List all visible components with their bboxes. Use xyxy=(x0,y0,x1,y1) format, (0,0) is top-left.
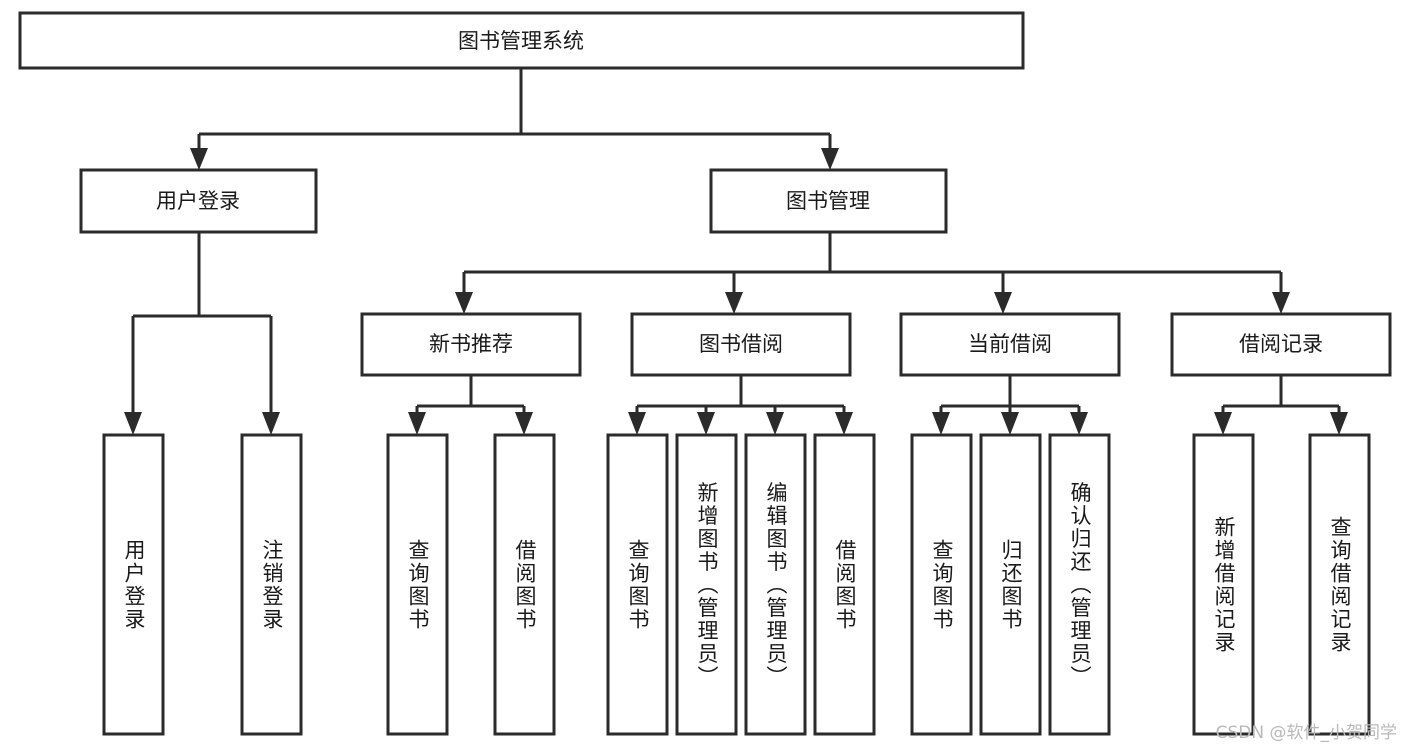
node-leaf-query-record[interactable]: 查询借阅记录 xyxy=(1308,433,1371,736)
node-leaf-borrow-book-1-label: 借阅图书 xyxy=(513,539,537,631)
arrow-to-leaf-query-book-1-icon xyxy=(408,412,426,435)
node-user-login-label: 用户登录 xyxy=(156,189,240,213)
node-leaf-borrow-book-1[interactable]: 借阅图书 xyxy=(493,433,556,736)
node-leaf-add-record-label: 新增借阅记录 xyxy=(1212,516,1236,654)
node-leaf-query-book-3-box[interactable] xyxy=(910,433,973,736)
node-leaf-query-book-1-box[interactable] xyxy=(386,433,449,736)
arrow-to-leaf-query-book-3-icon xyxy=(932,412,950,435)
connector-group-book-management xyxy=(455,232,1290,314)
node-leaf-confirm-return-label: 确认归还（管理员） xyxy=(1068,482,1092,689)
arrow-to-leaf-add-record-icon xyxy=(1214,412,1232,435)
node-leaf-add-book[interactable]: 新增图书（管理员） xyxy=(675,433,738,736)
node-leaf-borrow-book-1-box[interactable] xyxy=(493,433,556,736)
node-leaf-edit-book[interactable]: 编辑图书（管理员） xyxy=(744,433,807,736)
arrow-to-book-management-icon xyxy=(821,148,839,170)
node-leaf-add-record-box[interactable] xyxy=(1192,433,1255,736)
arrow-to-leaf-logout-icon xyxy=(262,412,280,435)
node-book-borrow[interactable]: 图书借阅 xyxy=(630,312,852,377)
node-leaf-query-book-3[interactable]: 查询图书 xyxy=(910,433,973,736)
arrow-to-borrow-record-icon xyxy=(1272,292,1290,314)
node-leaf-logout-label: 注销登录 xyxy=(260,539,284,631)
node-book-management-box[interactable] xyxy=(709,168,948,234)
node-leaf-borrow-book-2[interactable]: 借阅图书 xyxy=(813,433,876,736)
arrow-to-leaf-query-record-icon xyxy=(1330,412,1348,435)
node-borrow-record-box[interactable] xyxy=(1170,312,1392,377)
node-leaf-user-login-box[interactable] xyxy=(102,433,165,736)
node-leaf-add-book-box[interactable] xyxy=(675,433,738,736)
node-leaf-query-book-1[interactable]: 查询图书 xyxy=(386,433,449,736)
node-leaf-edit-book-label: 编辑图书（管理员） xyxy=(764,482,788,689)
node-leaf-return-book[interactable]: 归还图书 xyxy=(979,433,1042,736)
node-leaf-query-record-label: 查询借阅记录 xyxy=(1328,516,1352,654)
node-leaf-confirm-return[interactable]: 确认归还（管理员） xyxy=(1048,433,1111,736)
node-book-management[interactable]: 图书管理 xyxy=(709,168,948,234)
node-new-book-recommend-box[interactable] xyxy=(360,312,582,377)
connector-group-borrow-record xyxy=(1214,375,1348,435)
node-leaf-borrow-book-2-box[interactable] xyxy=(813,433,876,736)
node-current-borrow-box[interactable] xyxy=(899,312,1121,377)
node-leaf-query-book-1-label: 查询图书 xyxy=(406,539,430,631)
arrow-to-current-borrow-icon xyxy=(994,292,1012,314)
node-borrow-record[interactable]: 借阅记录 xyxy=(1170,312,1392,377)
arrow-to-leaf-borrow-book-2-icon xyxy=(835,412,853,435)
node-leaf-query-record-box[interactable] xyxy=(1308,433,1371,736)
node-leaf-user-login[interactable]: 用户登录 xyxy=(102,433,165,736)
node-leaf-query-book-2[interactable]: 查询图书 xyxy=(606,433,669,736)
node-book-borrow-label: 图书借阅 xyxy=(699,332,783,356)
node-leaf-return-book-label: 归还图书 xyxy=(999,539,1023,631)
arrow-to-leaf-confirm-return-icon xyxy=(1070,412,1088,435)
node-leaf-query-book-2-label: 查询图书 xyxy=(626,539,650,631)
node-leaf-logout[interactable]: 注销登录 xyxy=(240,433,303,736)
node-new-book-recommend[interactable]: 新书推荐 xyxy=(360,312,582,377)
node-current-borrow-label: 当前借阅 xyxy=(968,332,1052,356)
arrow-to-leaf-edit-book-icon xyxy=(766,412,784,435)
arrow-to-book-borrow-icon xyxy=(725,292,743,314)
node-user-login[interactable]: 用户登录 xyxy=(79,168,318,234)
node-leaf-query-book-3-label: 查询图书 xyxy=(930,539,954,631)
node-leaf-add-book-label: 新增图书（管理员） xyxy=(695,482,719,689)
connector-group-root xyxy=(190,68,839,170)
arrow-to-leaf-user-login-icon xyxy=(124,412,142,435)
arrow-to-leaf-query-book-2-icon xyxy=(628,412,646,435)
node-leaf-return-book-box[interactable] xyxy=(979,433,1042,736)
connector-group-user-login xyxy=(124,232,280,435)
arrow-to-leaf-return-book-icon xyxy=(1001,412,1019,435)
node-user-login-box[interactable] xyxy=(79,168,318,234)
arrow-to-new-book-recommend-icon xyxy=(455,292,473,314)
arrow-to-leaf-borrow-book-1-icon xyxy=(515,412,533,435)
connector-group-current-borrow xyxy=(932,375,1088,435)
node-leaf-add-record[interactable]: 新增借阅记录 xyxy=(1192,433,1255,736)
arrow-to-leaf-add-book-icon xyxy=(697,412,715,435)
node-leaf-confirm-return-box[interactable] xyxy=(1048,433,1111,736)
node-current-borrow[interactable]: 当前借阅 xyxy=(899,312,1121,377)
node-leaf-edit-book-box[interactable] xyxy=(744,433,807,736)
connector-group-book-borrow xyxy=(628,375,853,435)
node-root-system-label: 图书管理系统 xyxy=(458,29,584,53)
node-leaf-borrow-book-2-label: 借阅图书 xyxy=(833,539,857,631)
arrow-to-user-login-icon xyxy=(190,148,208,170)
node-leaf-logout-box[interactable] xyxy=(240,433,303,736)
node-root-system[interactable]: 图书管理系统 xyxy=(18,11,1025,70)
node-book-management-label: 图书管理 xyxy=(786,189,870,213)
node-borrow-record-label: 借阅记录 xyxy=(1239,332,1323,356)
node-root-system-box[interactable] xyxy=(18,11,1025,70)
connector-group-new-book-recommend xyxy=(408,375,533,435)
node-leaf-user-login-label: 用户登录 xyxy=(122,539,146,631)
node-leaf-query-book-2-box[interactable] xyxy=(606,433,669,736)
node-book-borrow-box[interactable] xyxy=(630,312,852,377)
node-new-book-recommend-label: 新书推荐 xyxy=(429,332,513,356)
